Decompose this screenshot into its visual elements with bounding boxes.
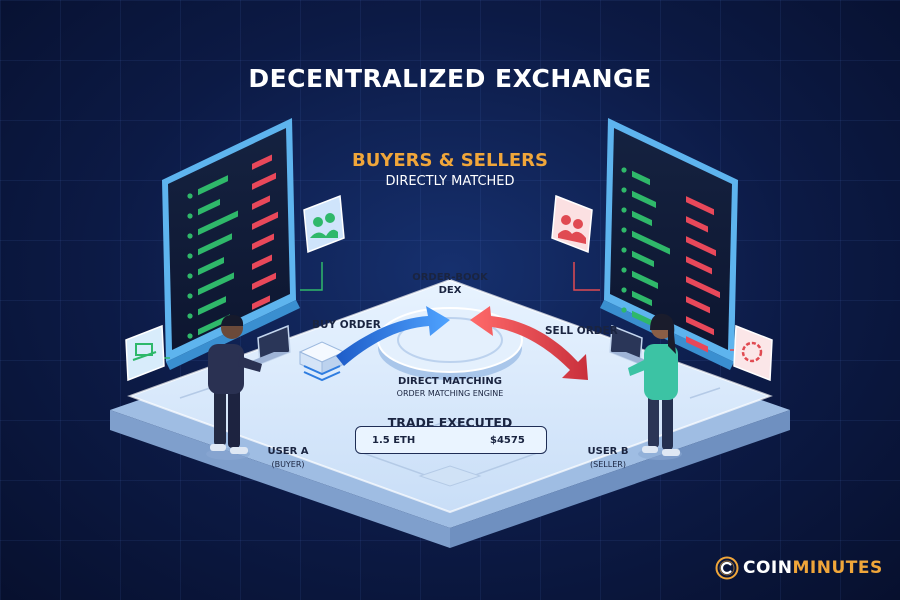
matching-engine-caption: ORDER MATCHING ENGINE [396, 389, 504, 398]
sell-order-arrow [470, 306, 588, 380]
buyers-icon [303, 194, 345, 254]
screen-row-dot [621, 187, 627, 193]
screen-row-bar [632, 170, 650, 186]
dex-label-line1: ORDER-BOOK [412, 272, 488, 283]
screen-row-bar [252, 272, 276, 290]
screen-row-dot [187, 313, 193, 319]
screen-row-bar [252, 195, 270, 210]
trade-to-amount: $4575 [490, 435, 525, 446]
screen-row-bar [198, 272, 234, 296]
screen-row-bar [252, 254, 272, 270]
user-b-figure [628, 313, 682, 460]
screen-row-bar [632, 230, 670, 255]
buy-order-arrow [336, 306, 450, 366]
brand-name-part1: COIN [743, 558, 793, 578]
user-a-role: (BUYER) [271, 460, 305, 469]
screen-row-bar [198, 314, 230, 336]
trade-from-amount: 1.5 ETH [372, 435, 416, 446]
coin-icon [715, 556, 739, 580]
screen-row-bar [632, 310, 656, 329]
screen-row-bar [686, 216, 708, 233]
screen-row-dot [621, 207, 627, 213]
page-title: DECENTRALIZED EXCHANGE [248, 64, 652, 93]
screen-row-bar [686, 256, 712, 275]
laptop-icon [125, 324, 165, 382]
screen-row-dot [187, 273, 193, 279]
screen-row-bar [252, 154, 272, 170]
screen-row-bar [632, 210, 652, 227]
brand-name-part2: MINUTES [792, 558, 883, 578]
screen-row-bar [198, 175, 228, 196]
screen-row-bar [686, 276, 720, 299]
screen-row-dot [621, 267, 627, 273]
seller-connector [573, 262, 600, 291]
screen-row-dot [187, 193, 193, 199]
screen-row-bar [252, 233, 274, 250]
screen-row-bar [198, 198, 220, 216]
screen-row-dot [621, 307, 627, 313]
subtitle-heading: BUYERS & SELLERS [351, 150, 549, 171]
buyer-screen-rows [187, 154, 278, 339]
screen-row-dot [621, 247, 627, 253]
screen-row-bar [198, 257, 224, 276]
screen-row-bar [252, 172, 276, 190]
screen-row-dot [187, 213, 193, 219]
sell-order-label: SELL ORDER [545, 325, 618, 337]
screen-row-bar [686, 316, 714, 336]
brand-logo: COIN MINUTES [715, 556, 883, 580]
screen-row-bar [252, 211, 278, 230]
screen-row-bar [686, 236, 716, 257]
user-a-name: USER A [267, 446, 309, 457]
chain-icon [733, 324, 773, 382]
screen-row-dot [621, 227, 627, 233]
buy-order-label: BUY ORDER [312, 319, 381, 331]
dex-label-line2: DEX [438, 285, 462, 296]
screen-row-bar [632, 270, 658, 289]
screen-row-bar [632, 290, 652, 307]
user-b-name: USER B [587, 446, 629, 457]
screen-row-bar [198, 296, 226, 316]
screen-row-bar [686, 196, 714, 216]
buyer-connector [300, 262, 323, 291]
trade-summary-box [355, 426, 547, 454]
cube-stack-icon [298, 341, 346, 382]
sellers-icon [551, 194, 593, 254]
screen-row-dot [187, 333, 193, 339]
user-a-figure [206, 314, 262, 460]
seller-screen-rows [621, 167, 720, 353]
screen-row-bar [686, 336, 708, 353]
screen-row-dot [187, 253, 193, 259]
screen-row-dot [621, 167, 627, 173]
screen-row-bar [252, 295, 270, 310]
screen-row-dot [187, 233, 193, 239]
screen-row-bar [632, 190, 656, 209]
screen-row-dot [621, 287, 627, 293]
screen-row-bar [198, 210, 238, 236]
screen-row-bar [686, 296, 710, 314]
screen-row-dot [187, 293, 193, 299]
subtitle-caption: DIRECTLY MATCHED [385, 174, 515, 189]
direct-matching-label: DIRECT MATCHING [398, 376, 502, 387]
screen-row-bar [198, 233, 232, 256]
user-b-role: (SELLER) [590, 460, 626, 469]
buyer-laptop [244, 324, 291, 366]
screen-row-bar [632, 250, 654, 268]
